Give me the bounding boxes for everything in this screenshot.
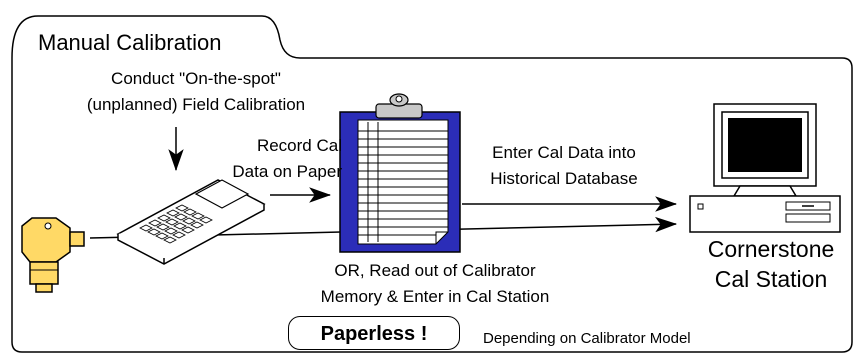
readout-line-2: Memory & Enter in Cal Station [320,287,550,306]
calibrator-model-note: Depending on Calibrator Model [483,330,691,347]
conduct-line-2: (unplanned) Field Calibration [86,95,306,114]
record-line-2: Data on Paper [232,162,342,181]
panel-frame [11,15,853,353]
enter-line-1: Enter Cal Data into [492,143,636,162]
transmitter-icon [21,217,85,293]
readout-line-1: OR, Read out of Calibrator [334,261,536,280]
record-on-paper-label: Record Cal Data on Paper [212,133,342,185]
paperless-badge: Paperless ! [288,316,460,350]
clipboard-icon [339,93,461,253]
diagram-title: Manual Calibration [38,30,222,55]
enter-line-2: Historical Database [490,169,638,188]
readout-memory-label: OR, Read out of Calibrator Memory & Ente… [262,258,608,310]
conduct-line-1: Conduct "On-the-spot" [111,69,281,88]
enter-database-label: Enter Cal Data into Historical Database [458,140,670,192]
station-line-1: Cornerstone [707,236,835,262]
conduct-calibration-label: Conduct "On-the-spot" (unplanned) Field … [60,66,332,118]
handheld-calibrator-icon [116,179,266,265]
station-line-2: Cal Station [714,266,828,292]
cal-station-label: Cornerstone Cal Station [700,234,842,294]
record-line-1: Record Cal [256,136,342,155]
computer-icon [689,103,841,233]
